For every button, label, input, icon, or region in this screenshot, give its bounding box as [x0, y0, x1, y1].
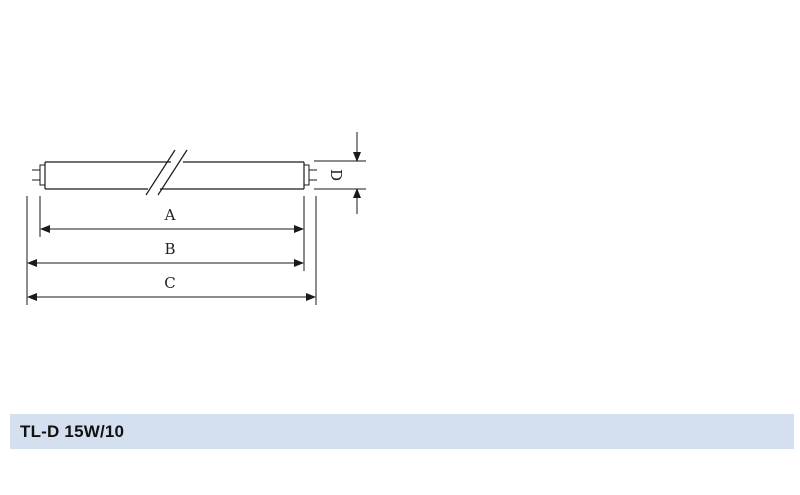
dimension-a: A: [40, 206, 304, 233]
lamp-tube: [32, 149, 317, 196]
left-pins-icon: [32, 164, 46, 186]
dimension-label-a: A: [164, 206, 176, 224]
dimension-label-c: C: [164, 274, 175, 292]
dimension-label-b: B: [164, 240, 175, 258]
break-mark-icon: [145, 149, 188, 196]
dimension-d: D: [314, 132, 366, 214]
right-pins-icon: [303, 164, 317, 186]
dimension-b: B: [27, 240, 304, 267]
model-name: TL-D 15W/10: [20, 422, 125, 441]
extension-lines: [26, 196, 317, 305]
dimension-label-d: D: [327, 169, 345, 181]
dimension-c: C: [27, 274, 316, 301]
lamp-dimension-diagram: D A B C: [26, 132, 366, 305]
model-caption-bar: TL-D 15W/10: [10, 414, 794, 449]
